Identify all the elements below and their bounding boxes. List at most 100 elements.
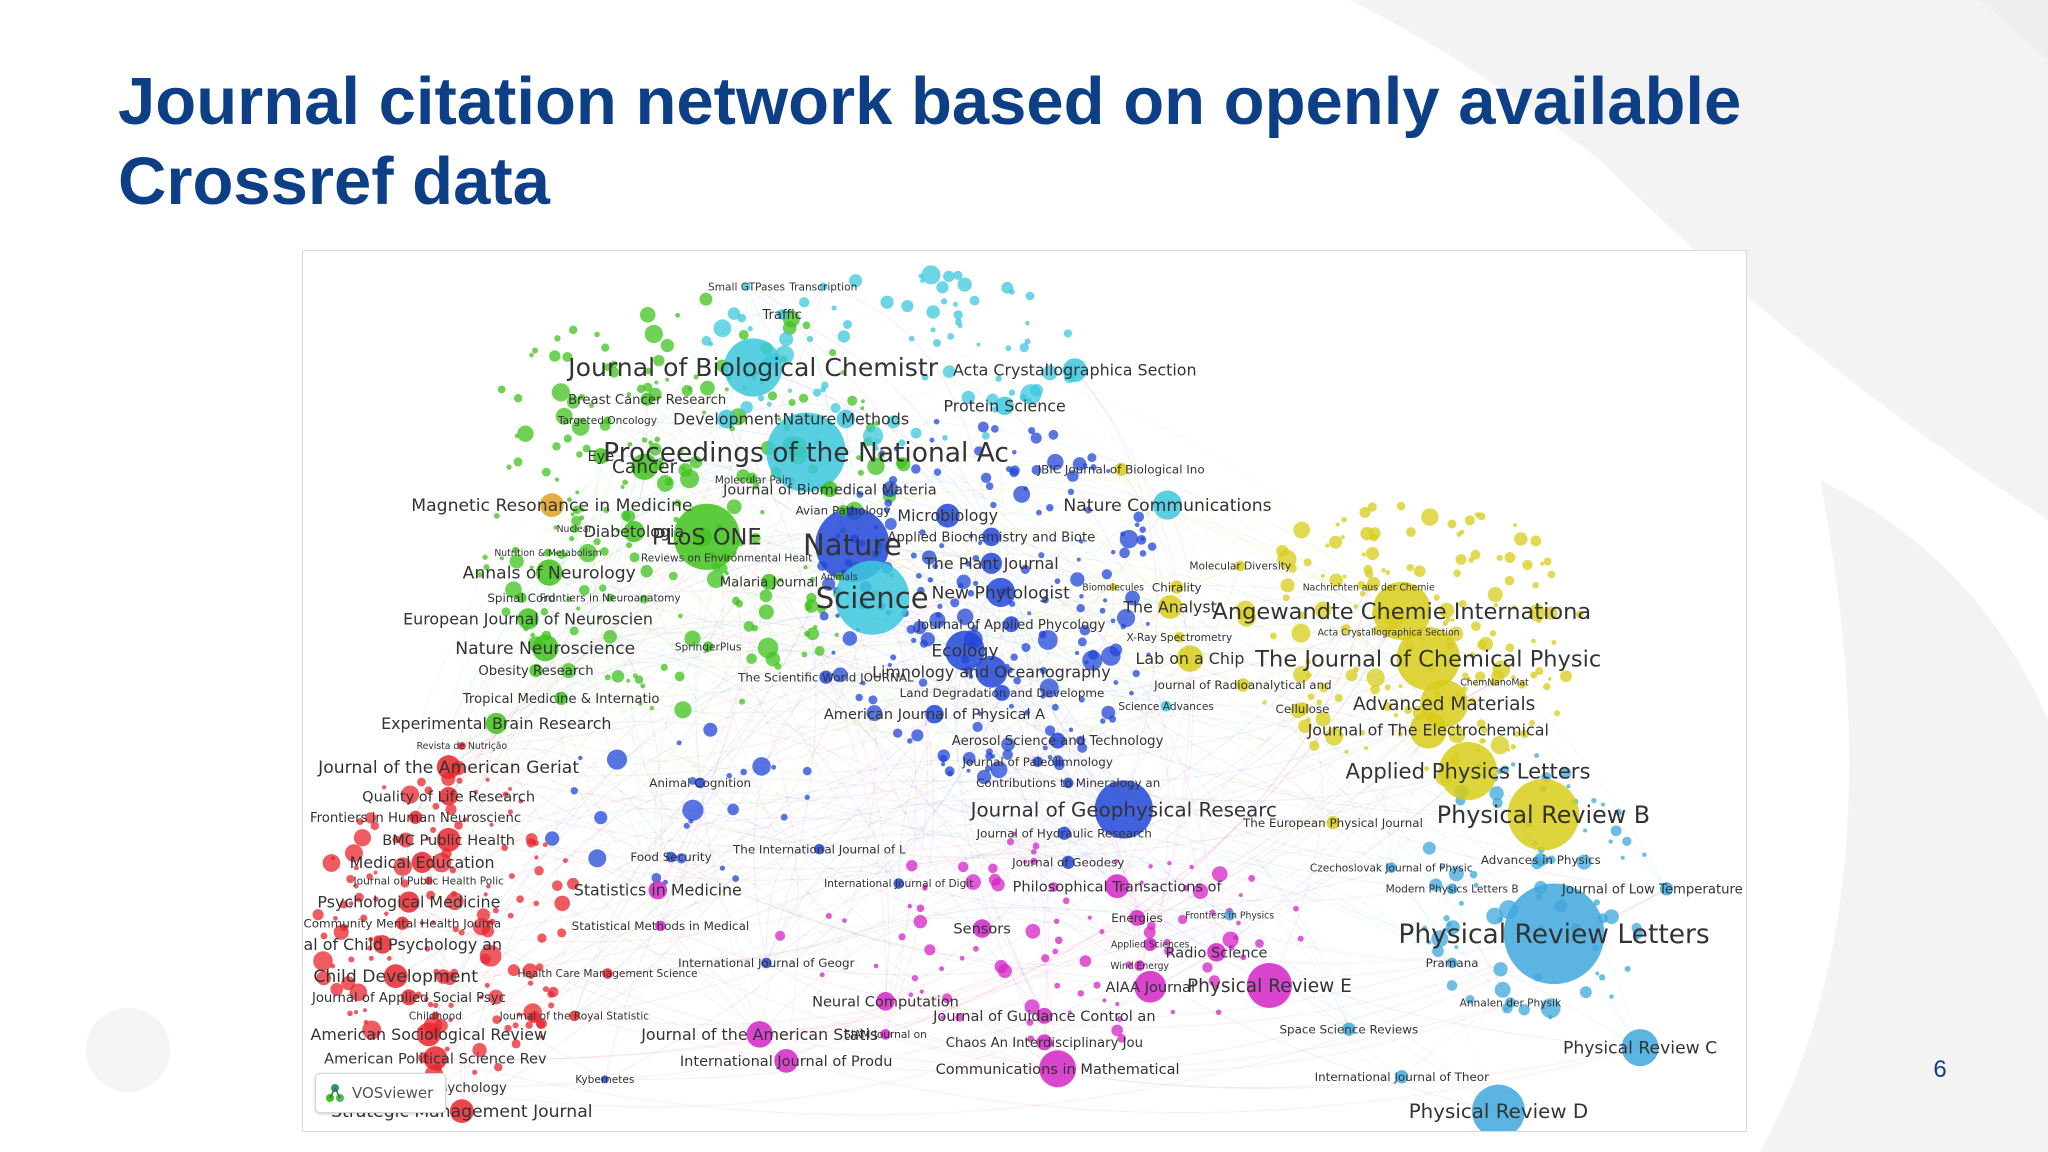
cluster-node <box>699 292 713 306</box>
cluster-node <box>1535 667 1544 676</box>
cluster-node <box>1622 836 1632 846</box>
citation-edge <box>1169 562 1241 608</box>
cluster-node <box>1475 671 1486 682</box>
citation-edge <box>1229 915 1403 1078</box>
journal-node <box>880 1029 891 1040</box>
cluster-node <box>706 570 725 589</box>
cluster-node <box>693 374 699 380</box>
citation-edge <box>1074 369 1190 945</box>
citation-edge <box>600 370 1122 470</box>
citation-edge <box>408 901 1641 1114</box>
citation-edge <box>765 648 1429 964</box>
journal-node <box>1236 678 1250 692</box>
cluster-node <box>508 872 515 880</box>
cluster-node <box>638 701 643 706</box>
cluster-node <box>627 441 633 447</box>
citation-edge <box>535 617 1392 869</box>
journal-node <box>1490 678 1499 687</box>
journal-node <box>1129 910 1145 926</box>
journal-node <box>424 876 433 885</box>
cluster-node <box>562 351 573 363</box>
cluster-node <box>1293 666 1311 684</box>
cluster-node <box>552 880 563 891</box>
cluster-node <box>911 464 921 474</box>
cluster-node <box>890 654 897 661</box>
cluster-node <box>832 667 848 683</box>
cluster-node <box>1110 618 1116 624</box>
cluster-node <box>1063 329 1073 338</box>
citation-edge <box>759 504 1168 1035</box>
cluster-node <box>759 589 773 603</box>
cluster-node <box>856 455 862 461</box>
journal-label: Proceedings of the National Ac <box>603 437 1009 468</box>
cluster-node <box>702 410 707 415</box>
cluster-node <box>835 613 840 618</box>
network-map[interactable]: Journal of Biological ChemistrProceeding… <box>303 251 1746 1131</box>
citation-edge <box>382 796 1230 945</box>
cluster-node <box>1146 921 1156 931</box>
journal-label: Journal of Paleolimnology <box>962 755 1113 769</box>
journal-label: Biomolecules <box>1082 582 1144 593</box>
journal-node <box>1057 826 1071 840</box>
cluster-node <box>644 324 663 344</box>
citation-edge <box>823 286 992 564</box>
cluster-node <box>578 543 598 563</box>
vosviewer-badge[interactable]: VOSviewer <box>315 1073 447 1113</box>
cluster-node <box>563 552 568 557</box>
journal-label: Physical Review C <box>1563 1039 1717 1059</box>
journal-node <box>606 593 615 602</box>
citation-edge <box>428 597 611 881</box>
journal-node <box>640 392 654 406</box>
cluster-node <box>433 1002 439 1009</box>
cluster-node <box>508 786 513 791</box>
cluster-node <box>593 538 601 546</box>
cluster-node <box>364 812 377 824</box>
cluster-node <box>969 295 980 306</box>
citation-edge <box>1057 944 1151 1070</box>
cluster-node <box>639 594 649 604</box>
cluster-node <box>804 794 810 800</box>
citation-edge <box>1000 405 1217 953</box>
citation-edge <box>1438 770 1499 1112</box>
cluster-node <box>771 764 777 770</box>
cluster-node <box>415 991 422 998</box>
journal-label: Physical Review E <box>1187 976 1352 997</box>
cluster-node <box>888 475 898 485</box>
cluster-node <box>937 603 943 609</box>
citation-edge <box>574 418 727 530</box>
cluster-node <box>347 1010 353 1017</box>
cluster-node <box>554 477 560 482</box>
cluster-node <box>552 442 561 451</box>
cluster-node <box>1079 955 1092 967</box>
cluster-node <box>829 349 837 357</box>
cluster-node <box>1456 531 1462 537</box>
cluster-node <box>1222 931 1239 948</box>
cluster-node <box>1005 345 1012 352</box>
cluster-node <box>554 335 561 342</box>
cluster-node <box>1238 893 1243 898</box>
cluster-node <box>517 1012 522 1017</box>
cluster-node <box>1468 697 1477 706</box>
cluster-node <box>1038 552 1045 559</box>
cluster-node <box>1528 604 1546 622</box>
cluster-node <box>1054 982 1061 989</box>
citation-edge <box>782 314 1039 762</box>
citation-edge <box>395 581 770 977</box>
journal-node <box>395 916 409 930</box>
cluster-node <box>1361 552 1366 557</box>
citation-edge <box>551 504 1333 824</box>
cluster-node <box>1164 946 1174 956</box>
journal-label: Journal of Biomedical Materia <box>722 481 937 498</box>
journal-label: Food Security <box>630 850 711 864</box>
citation-edge <box>766 906 1499 1112</box>
cluster-node <box>400 785 420 804</box>
cluster-node <box>1454 945 1459 950</box>
cluster-node <box>1133 511 1145 523</box>
cluster-node <box>479 994 484 1000</box>
journal-label: Obesity Research <box>478 664 593 679</box>
cluster-node <box>353 865 359 871</box>
cluster-node <box>1448 866 1464 882</box>
cluster-node <box>1340 535 1345 540</box>
journal-node <box>982 527 1001 547</box>
